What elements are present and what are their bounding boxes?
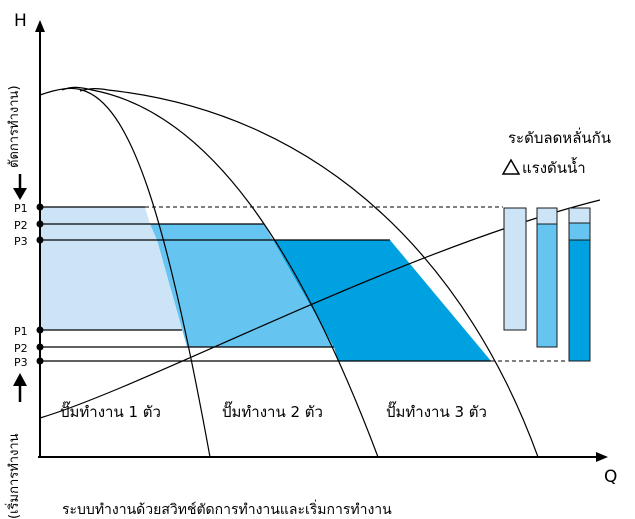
legend-line-2: แรงดันน้ำ xyxy=(522,157,586,177)
p2-lower-dot xyxy=(36,343,44,351)
p3-upper-dot xyxy=(36,236,44,244)
pressure-lines xyxy=(40,206,491,362)
p1-upper-dot xyxy=(36,203,44,211)
p3-lower-label: P3 xyxy=(14,356,28,369)
down-arrow-icon xyxy=(13,188,27,200)
pressure-bar-2-bottom xyxy=(536,223,558,348)
p2-lower-label: P2 xyxy=(14,342,28,355)
diagram-caption: ระบบทำงานด้วยสวิทช์ตัดการทำงานและเริ่มกา… xyxy=(62,500,392,518)
p2-upper-dot xyxy=(36,220,44,228)
y-side-label-top: ตัดการทำงาน) xyxy=(7,85,22,168)
p1-upper-label: P1 xyxy=(14,202,28,215)
p1-lower-dot xyxy=(36,326,44,334)
y-axis-label: H xyxy=(14,11,27,31)
pump-curve-2 xyxy=(61,86,379,458)
pump-curves xyxy=(39,86,539,458)
dashed-guides xyxy=(145,206,566,362)
p3-upper-label: P3 xyxy=(14,235,28,248)
region-one-pump-fill xyxy=(40,207,182,330)
region-one-pump-label: ปั๊มทำงาน 1 ตัว xyxy=(60,401,161,421)
region-two-pumps-label: ปั๊มทำงาน 2 ตัว xyxy=(222,401,323,421)
pressure-bars xyxy=(503,207,591,362)
legend-line-1: ระดับลดหลั่นกัน xyxy=(508,127,611,147)
p1-lower-label: P1 xyxy=(14,325,28,338)
p2-upper-label: P2 xyxy=(14,219,28,232)
region-two-pumps-fill xyxy=(150,224,334,347)
pressure-bar-1 xyxy=(503,207,527,331)
pressure-bar-3-bottom xyxy=(568,239,591,362)
y-side-label-bottom: (เริ่มการทำงาน xyxy=(5,433,22,519)
up-arrow-icon xyxy=(13,373,27,386)
y-axis-arrowhead xyxy=(35,20,45,32)
pressure-bar-2-top xyxy=(536,207,558,225)
p3-lower-dot xyxy=(36,357,44,365)
delta-icon xyxy=(501,158,521,175)
x-axis-arrowhead xyxy=(596,452,608,462)
pressure-bar-3-top xyxy=(568,207,591,224)
legend-line-2-group: แรงดันน้ำ xyxy=(501,157,586,177)
pressure-bar-3-mid xyxy=(568,222,591,241)
x-axis-label: Q xyxy=(604,467,617,487)
pressure-markers xyxy=(36,203,44,365)
region-three-pumps-label: ปั๊มทำงาน 3 ตัว xyxy=(386,401,487,421)
pump-curve-3 xyxy=(79,88,539,458)
region-three-pumps-fill xyxy=(273,240,491,361)
